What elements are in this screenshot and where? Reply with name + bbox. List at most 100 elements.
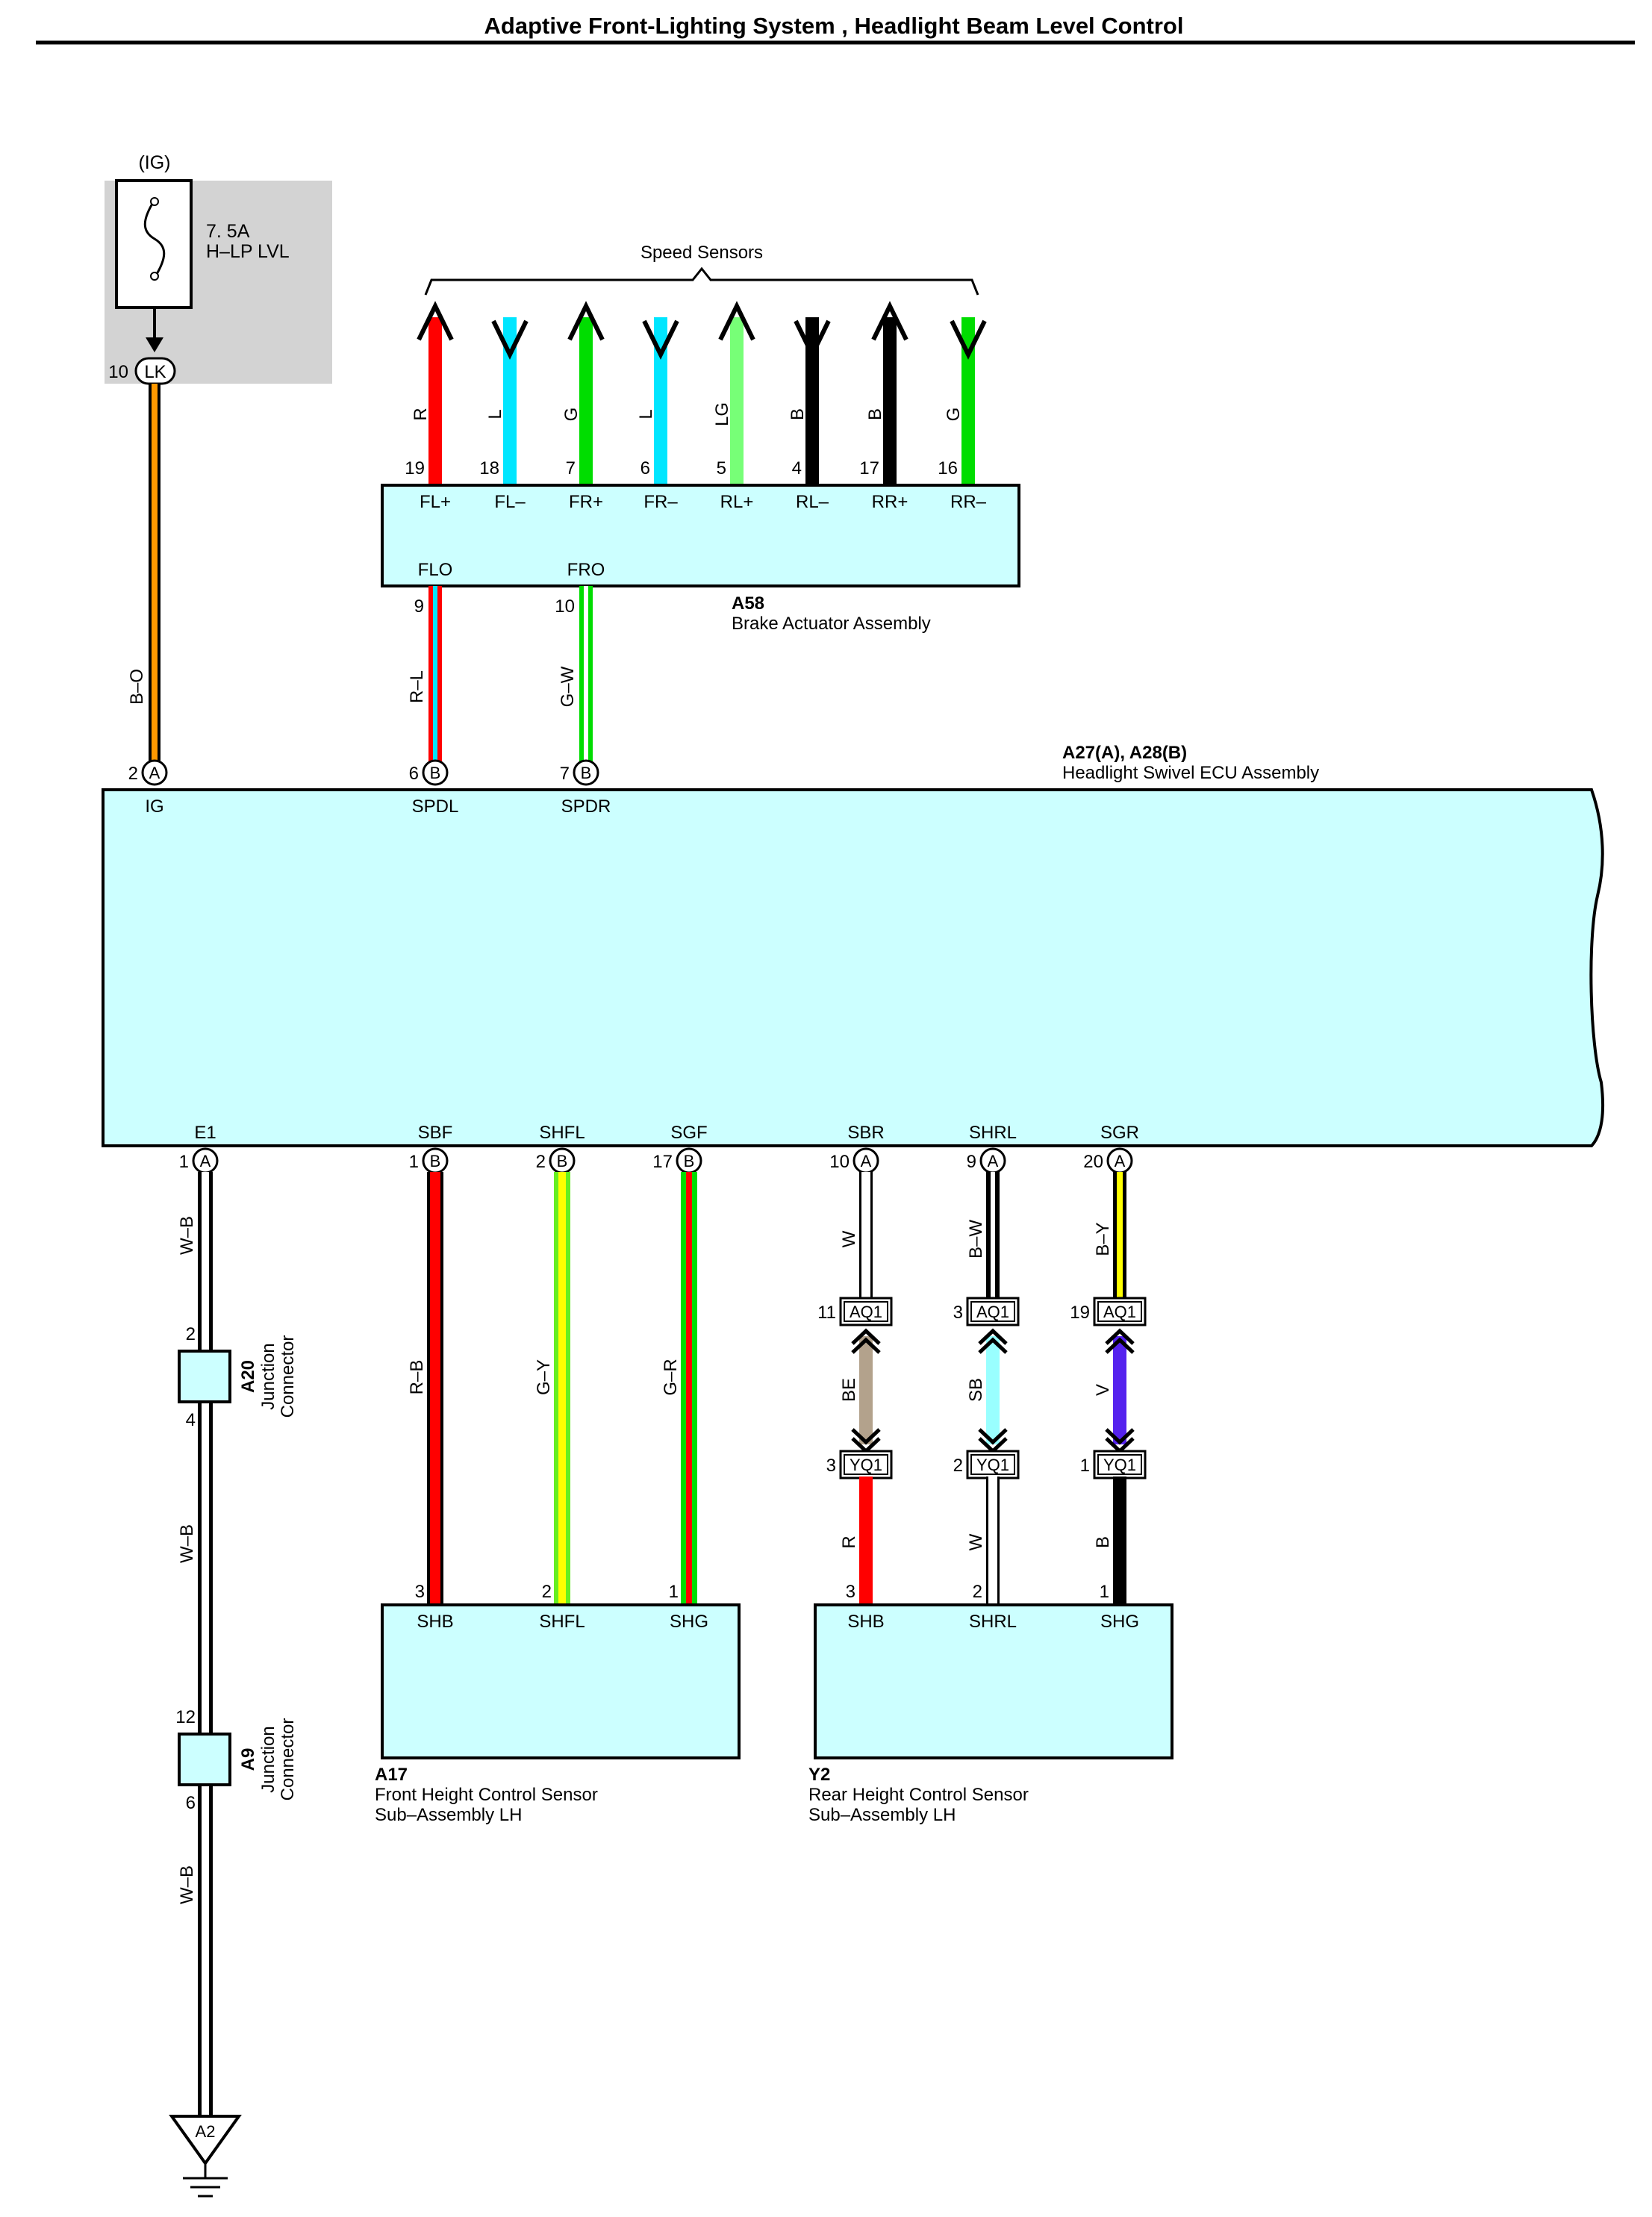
front-sensor-code: A17 (375, 1765, 408, 1785)
speed-sensors-brace (424, 266, 979, 296)
wire-b-w-label: B–W (966, 1220, 986, 1259)
rear-sensor-code: Y2 (808, 1765, 830, 1785)
speed-sensor-wire-color: G (944, 408, 964, 422)
front-sensor-box (381, 1603, 741, 1759)
brake-terminal-5: RL+ (720, 492, 754, 512)
junction-a20-pin-in: 2 (186, 1324, 196, 1344)
ecu-bottom-pin-2-number: 1 (409, 1152, 419, 1172)
ecu-terminal-shrl: SHRL (969, 1123, 1017, 1143)
wire-be-label: BE (839, 1378, 859, 1402)
aq1-connector-3-pin: 19 (1070, 1303, 1090, 1323)
wire-r-l-label: R–L (407, 670, 427, 703)
fuse-terminal-bottom (150, 272, 159, 281)
brake-terminal-6: RL– (796, 492, 829, 512)
aq1-connector-2-pin: 3 (953, 1303, 963, 1323)
wire-b-y-label: B–Y (1093, 1222, 1113, 1256)
front-sensor-pin-number: 3 (415, 1582, 425, 1602)
junction-a9-pin-in: 12 (175, 1707, 196, 1727)
rear-sensor-pin-number: 2 (973, 1582, 982, 1602)
wire-r-b-label: R–B (407, 1360, 427, 1395)
arrow-up-icon (718, 301, 755, 341)
wire-r-l-pin: 9 (414, 596, 424, 617)
speed-sensor-pin: 17 (859, 458, 879, 478)
chevron-up-icon (851, 1328, 881, 1354)
rear-sensor-name-1: Rear Height Control Sensor (808, 1785, 1029, 1805)
ecu-terminal-spdr: SPDR (561, 796, 611, 817)
brake-actuator-code: A58 (732, 593, 764, 614)
wire-g-r: G–R (661, 1172, 697, 1605)
ecu-top-pin-3: B7 (560, 759, 599, 786)
wire-b-y: B–Y (1093, 1172, 1126, 1300)
speed-sensor-pin: 6 (640, 458, 650, 478)
wire-r-lower: R (839, 1477, 873, 1605)
speed-sensor-wire-color: B (865, 408, 885, 420)
speed-sensor-wire-1: R19 (405, 301, 454, 485)
ecu-bottom-pin-3-number: 2 (536, 1152, 546, 1172)
wire-g-y: G–Y (534, 1172, 570, 1605)
front-sensor-pin-number: 1 (669, 1582, 679, 1602)
ecu-bottom-pin-2: B1 (409, 1147, 449, 1174)
wire-r-l: 9 R–L (407, 586, 442, 771)
wire-w-upper: W (839, 1172, 873, 1300)
ground-wire-label-3: W–B (177, 1865, 197, 1904)
speed-sensor-wire-8: G 16 (938, 317, 987, 485)
brake-output-fro: FRO (567, 560, 605, 580)
speed-sensor-pin: 18 (479, 458, 499, 478)
speed-sensor-pin: 16 (938, 458, 958, 478)
brake-actuator-box (381, 484, 1020, 587)
fuse-pin: 10 (108, 362, 128, 382)
speed-sensor-pin: 19 (405, 458, 425, 478)
ecu-terminal-sbf: SBF (418, 1123, 453, 1143)
ecu-top-pin-2-number: 6 (409, 764, 419, 784)
yq1-connector-1-pin: 3 (826, 1456, 836, 1476)
yq1-connector-1-label: YQ1 (850, 1456, 882, 1474)
brake-terminal-8: RR– (950, 492, 987, 512)
junction-a20-name-2: Connector (278, 1335, 298, 1418)
yq1-connector-2-pin: 2 (953, 1456, 963, 1476)
wire-sb: SB (966, 1336, 1000, 1444)
wire-w-upper-label: W (839, 1230, 859, 1247)
connector-arrow-icon (146, 337, 163, 352)
junction-a9-name-1: Junction (258, 1726, 278, 1792)
rear-sensor-box (814, 1603, 1173, 1759)
ecu-code: A27(A), A28(B) (1062, 743, 1187, 763)
junction-a9: 12 6 A9 Junction Connector (175, 1707, 298, 1813)
ecu-name: Headlight Swivel ECU Assembly (1062, 763, 1319, 783)
ground-path: W–B W–B W–B 2 4 A20 Junction Connector 1… (169, 1172, 298, 2198)
wire-w-lower: W (966, 1477, 1000, 1605)
ecu-bottom-pin-3-letter: B (557, 1152, 568, 1170)
wire-b-lower: B (1093, 1477, 1126, 1605)
ecu-bottom-pin-6-number: 9 (967, 1152, 976, 1172)
brake-terminal-3: FR+ (569, 492, 603, 512)
junction-a20-pin-out: 4 (186, 1410, 196, 1430)
wire-b-o-label: B–O (127, 669, 147, 705)
yq1-connector-1: YQ1 3 (826, 1450, 893, 1479)
ecu-bottom-pin-5-number: 10 (829, 1152, 850, 1172)
speed-sensor-wire-color: G (561, 408, 582, 422)
speed-sensor-pin: 4 (792, 458, 802, 478)
wire-be: BE (839, 1336, 873, 1444)
brake-terminal-4: FR– (643, 492, 678, 512)
arrow-down-icon (794, 319, 831, 360)
ecu-terminal-ig: IG (145, 796, 163, 817)
junction-a9-name-2: Connector (278, 1718, 298, 1801)
ecu-top-pin-1-letter: A (149, 764, 160, 782)
yq1-connector-3-pin: 1 (1080, 1456, 1090, 1476)
wire-r-lower-label: R (839, 1535, 859, 1548)
speed-sensor-wire-color: L (636, 409, 656, 419)
speed-sensor-wire-7: B 17 (859, 301, 908, 485)
ecu-top-pin-2: B6 (409, 759, 449, 786)
speed-sensor-wire-color: LG (712, 402, 732, 426)
wire-g-w-pin: 10 (555, 596, 575, 617)
wire-r-b: R–B (407, 1172, 443, 1605)
speed-sensors-label: Speed Sensors (640, 243, 763, 263)
ecu-terminal-sgr: SGR (1100, 1123, 1139, 1143)
ecu-bottom-pin-1-letter: A (200, 1152, 211, 1170)
aq1-connector-1-pin: 11 (817, 1303, 836, 1323)
ecu-terminal-e1: E1 (194, 1123, 216, 1143)
ecu-terminal-shfl: SHFL (539, 1123, 585, 1143)
